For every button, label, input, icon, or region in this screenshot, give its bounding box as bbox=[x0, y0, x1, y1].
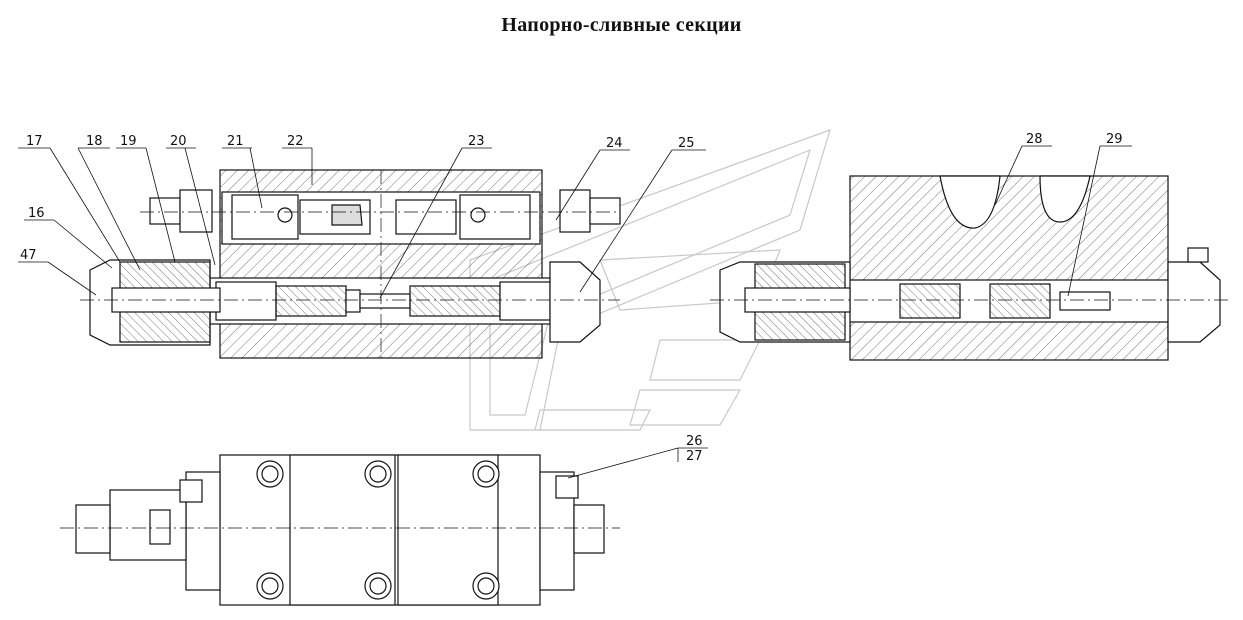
callout-label: 21 bbox=[227, 134, 244, 149]
callout-label: 47 bbox=[20, 248, 37, 263]
callout-label: 27 bbox=[686, 449, 703, 464]
callout-label: 23 bbox=[468, 134, 485, 149]
callout-label: 26 bbox=[686, 434, 703, 449]
left-section-view bbox=[80, 169, 621, 359]
callout-18: 18 bbox=[77, 134, 141, 271]
callout-label: 25 bbox=[678, 136, 695, 151]
callout-16: 16 bbox=[24, 206, 113, 269]
callout-label: 22 bbox=[287, 134, 304, 149]
callout-label: 17 bbox=[26, 134, 43, 149]
callout-25: 25 bbox=[579, 136, 706, 293]
right-section-view bbox=[710, 175, 1230, 361]
bottom-plan-view bbox=[60, 454, 620, 606]
callout-19: 19 bbox=[116, 134, 176, 263]
callout-47: 47 bbox=[18, 248, 97, 296]
callout-28: 28 bbox=[994, 132, 1052, 206]
page-title: Напорно-сливные секции bbox=[501, 14, 742, 36]
callout-label: 16 bbox=[28, 206, 45, 221]
callout-22: 22 bbox=[282, 134, 313, 185]
callout-29: 29 bbox=[1067, 132, 1132, 297]
callout-23: 23 bbox=[379, 134, 492, 299]
callout-label: 19 bbox=[120, 134, 137, 149]
callout-21: 21 bbox=[222, 134, 263, 209]
callout-26-27: 26 27 bbox=[567, 434, 708, 479]
callout-label: 28 bbox=[1026, 132, 1043, 147]
callout-label: 20 bbox=[170, 134, 187, 149]
callout-20: 20 bbox=[166, 134, 216, 266]
callout-label: 24 bbox=[606, 136, 623, 151]
callout-24: 24 bbox=[555, 136, 630, 221]
callout-17: 17 bbox=[18, 134, 121, 263]
callout-label: 29 bbox=[1106, 132, 1123, 147]
callout-label: 18 bbox=[86, 134, 103, 149]
